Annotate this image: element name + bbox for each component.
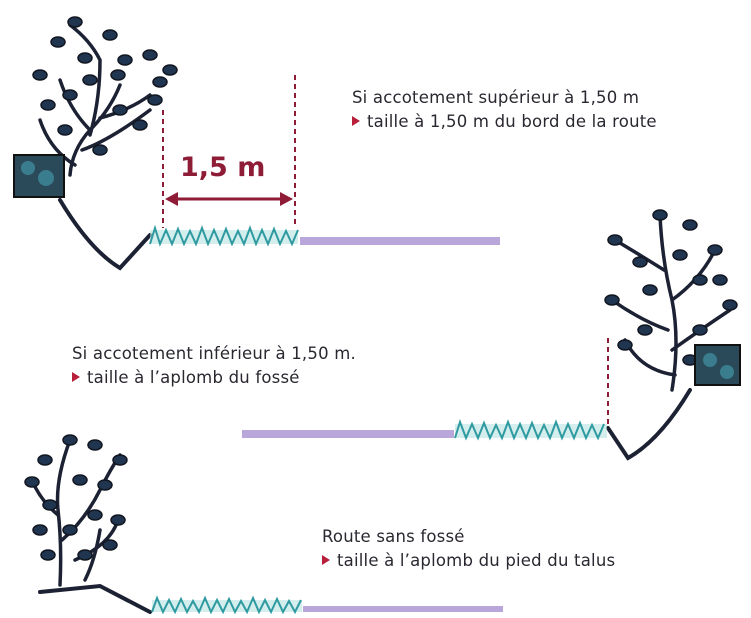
case-2-action-text: taille à l’aplomb du fossé [87,368,300,387]
bullet-arrow-icon [352,116,360,126]
case-2-action: taille à l’aplomb du fossé [72,366,300,390]
case-1-action: taille à 1,50 m du bord de la route [352,110,657,134]
slope-profile-3 [38,583,152,614]
case-3-title: Route sans fossé [322,527,465,546]
road-surface-3 [303,606,503,612]
shrub-3 [24,434,128,587]
case-3-action: taille à l’aplomb du pied du talus [322,549,615,573]
grass-strip-2 [454,418,607,441]
measure-label: 1,5 m [180,152,266,183]
case-3-action-text: taille à l’aplomb du pied du talus [337,551,616,570]
bullet-arrow-icon [72,372,80,382]
ditch-profile-2 [606,388,692,461]
case-2-title: Si accotement inférieur à 1,50 m. [72,344,356,363]
dimension-arrow [165,192,293,206]
case-1-title: Si accotement supérieur à 1,50 m [352,88,640,107]
ditch-profile-1 [58,198,152,271]
road-surface-2 [242,430,454,438]
shrub-2 [604,209,741,392]
road-surface-1 [300,237,500,245]
grass-strip-3 [151,595,302,615]
bullet-arrow-icon [322,555,330,565]
shrub-1 [13,16,178,198]
grass-strip-1 [149,224,299,247]
case-1-action-text: taille à 1,50 m du bord de la route [367,112,657,131]
